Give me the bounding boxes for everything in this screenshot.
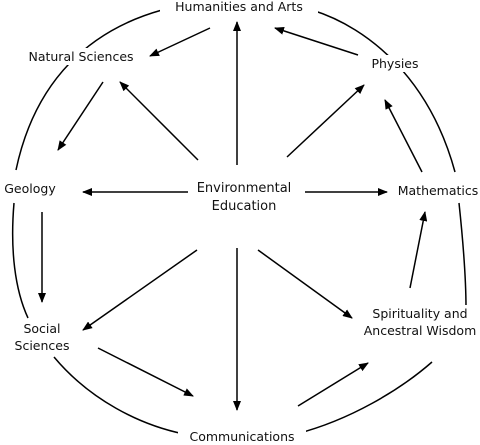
node-mathematics-label: Mathematics xyxy=(397,183,479,198)
arrow-communications-to-spirituality xyxy=(297,362,369,407)
node-spirituality-line1: Spirituality and xyxy=(372,306,468,321)
arrow-center-to-physics xyxy=(286,84,365,158)
arrow-humanities-to-natural-sciences xyxy=(149,27,211,57)
arrow-mathematics-to-physics xyxy=(384,99,423,173)
outer-circle-arc-left xyxy=(11,202,29,319)
node-geology: Geology xyxy=(0,180,60,197)
outer-circle-arc-right xyxy=(458,202,467,309)
node-humanities-and-arts: Humanities and Arts xyxy=(160,0,318,15)
arrow-physics-to-humanities xyxy=(274,26,359,56)
node-mathematics: Mathematics xyxy=(392,182,480,199)
arrow-natural-sciences-to-geology xyxy=(57,81,104,151)
arrow-center-to-spirituality xyxy=(257,249,353,319)
node-environmental-education: Environmental Education xyxy=(186,180,302,216)
outer-circle-arc-top-right xyxy=(311,9,456,173)
node-natural-sciences: Natural Sciences xyxy=(22,48,140,65)
center-label-line1: Environmental xyxy=(196,181,292,196)
arrow-center-to-social-sciences xyxy=(82,249,198,331)
node-humanities-label: Humanities and Arts xyxy=(175,0,303,14)
node-communications-label: Communications xyxy=(189,429,295,444)
outer-circle-arc-top-left xyxy=(15,9,163,171)
node-physics-label: Physies xyxy=(371,56,419,71)
node-geology-label: Geology xyxy=(4,181,56,196)
node-social-line2: Sciences xyxy=(14,338,70,353)
node-natural-sciences-label: Natural Sciences xyxy=(28,49,134,64)
node-spirituality-line2: Ancestral Wisdom xyxy=(363,323,477,338)
node-communications: Communications xyxy=(178,428,306,445)
node-social-sciences: Social Sciences xyxy=(8,320,76,354)
arrow-social-sciences-to-communications xyxy=(97,347,194,397)
center-label-line2: Education xyxy=(211,199,277,214)
outer-circle-arc-bottom-right xyxy=(295,361,433,435)
arrow-spirituality-to-mathematics xyxy=(409,211,428,289)
outer-circle-arc-bottom-left xyxy=(53,356,185,435)
node-physics: Physies xyxy=(360,55,430,72)
arrow-center-to-natural-sciences xyxy=(119,81,199,161)
node-spirituality-and-ancestral-wisdom: Spirituality and Ancestral Wisdom xyxy=(356,305,480,339)
node-social-line1: Social xyxy=(23,321,61,336)
